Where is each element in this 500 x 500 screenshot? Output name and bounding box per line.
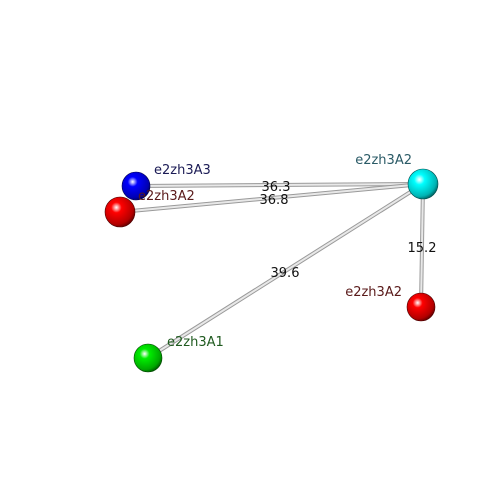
atom-sphere-a2_red2[interactable] [406,292,436,322]
atom-labels: e2zh3A3 e2zh3A2 e2zh3A2 e2zh3A2 e2zh3A1 [138,153,412,350]
atom-label-a3: e2zh3A3 [154,163,211,178]
distance-edge-a2_cyan-a2_red2 [419,182,425,309]
atom-label-a2_red2: e2zh3A2 [345,285,402,300]
atom-sphere-a1[interactable] [133,343,163,373]
distance-label-a1-a2_cyan: 39.6 [271,266,300,281]
atom-label-a2_red: e2zh3A2 [138,189,195,204]
atom-sphere-a2_red[interactable] [104,196,136,228]
distance-edge-a2_red-a2_cyan [118,182,425,214]
distance-edge-a1-a2_cyan [146,182,425,360]
distance-label-a2_red-a2_cyan: 36.8 [260,193,289,208]
distance-label-a3-a2_cyan: 36.3 [262,180,291,195]
atom-sphere-a3[interactable] [121,171,151,201]
atom-label-a2_cyan: e2zh3A2 [355,153,412,168]
distance-labels: 36.336.8 39.6 15.2 [260,180,437,281]
distance-edges [118,182,425,360]
atom-label-a1: e2zh3A1 [167,335,224,350]
distance-edge-a3-a2_cyan [134,182,425,188]
atom-sphere-a2_cyan[interactable] [407,168,439,200]
atom-spheres [104,168,439,373]
distance-label-a2_cyan-a2_red2: 15.2 [408,241,437,256]
